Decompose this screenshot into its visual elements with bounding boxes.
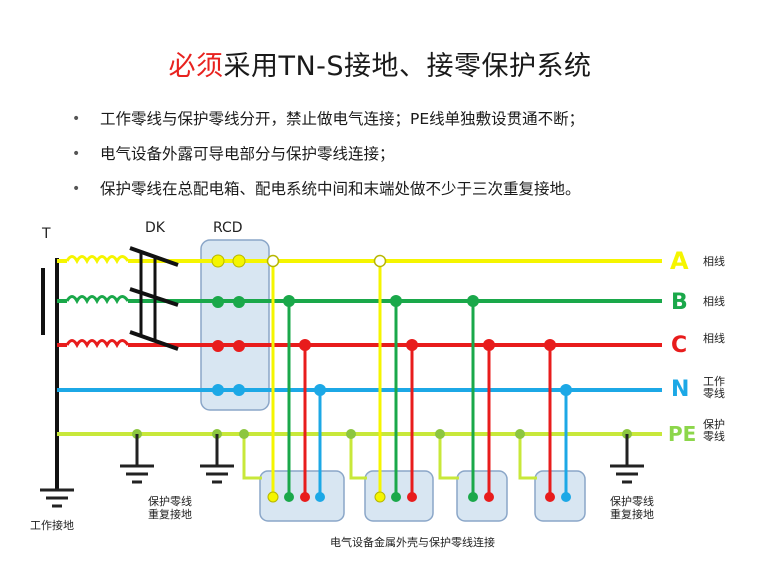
junction-a-1 [266, 254, 280, 268]
junction-n-4 [560, 384, 572, 396]
dk-blade-a [129, 246, 179, 267]
rcd-terminal-a1 [211, 254, 225, 268]
line-desc-n: 工作零线 [703, 375, 725, 400]
pe-link-4 [518, 434, 537, 480]
ground-icon [40, 488, 74, 508]
junction-c-1 [299, 339, 311, 351]
bullet-item: • 电气设备外露可导电部分与保护零线连接； [70, 143, 730, 178]
page-title: 必须采用TN-S接地、接零保护系统 [0, 44, 760, 83]
line-desc-b: 相线 [703, 294, 725, 308]
bullet-dot-icon: • [72, 181, 81, 197]
equip-terminal-2a [374, 491, 386, 503]
bullet-text: 工作零线与保护零线分开，禁止做电气连接；PE线单独敷设贯通不断； [100, 110, 585, 128]
equip-terminal-1b [284, 492, 294, 502]
title-highlight: 必须 [168, 51, 224, 82]
coil-a-icon [65, 255, 130, 265]
equip-terminal-3b [468, 492, 478, 502]
line-letter-pe: PE [668, 422, 696, 446]
equip-terminal-1a [267, 491, 279, 503]
equip-terminal-3c [484, 492, 494, 502]
equip-terminal-2c [407, 492, 417, 502]
line-desc-a: 相线 [703, 254, 725, 268]
dk-blade-c [129, 330, 179, 351]
equip-terminal-1n [315, 492, 325, 502]
line-letter-b: B [671, 290, 688, 315]
equipment-box-3 [456, 470, 508, 522]
pe-reground-label-2: 保护零线重复接地 [610, 494, 654, 521]
line-desc-c: 相线 [703, 331, 725, 345]
equip-terminal-4c [545, 492, 555, 502]
bullet-dot-icon: • [72, 146, 81, 162]
pe-reground-label-1: 保护零线重复接地 [148, 494, 192, 521]
pe-link-2 [349, 434, 367, 480]
line-letter-c: C [671, 333, 687, 358]
junction-pe-3 [239, 429, 249, 439]
bullet-text: 保护零线在总配电箱、配电系统中间和末端处做不少于三次重复接地。 [100, 180, 581, 198]
junction-pe-4 [346, 429, 356, 439]
rcd-terminal-n1 [212, 384, 224, 396]
bullet-item: • 工作零线与保护零线分开，禁止做电气连接；PE线单独敷设贯通不断； [70, 108, 730, 143]
junction-pe-6 [515, 429, 525, 439]
ground-icon [120, 434, 154, 484]
equip-terminal-2b [391, 492, 401, 502]
ground-icon [200, 434, 234, 484]
junction-c-2 [406, 339, 418, 351]
bullet-dot-icon: • [72, 111, 81, 127]
line-desc-pe: 保护零线 [703, 417, 725, 443]
equipment-label: 电气设备金属外壳与保护零线连接 [330, 535, 495, 549]
junction-pe-5 [435, 429, 445, 439]
junction-b-1 [283, 295, 295, 307]
pe-link-1 [242, 434, 262, 480]
rcd-terminal-c2 [233, 340, 245, 352]
bullet-item: • 保护零线在总配电箱、配电系统中间和末端处做不少于三次重复接地。 [70, 178, 730, 213]
rcd-terminal-b1 [212, 296, 224, 308]
bullet-text: 电气设备外露可导电部分与保护零线连接； [100, 145, 395, 163]
equipment-box-4 [534, 470, 586, 522]
coil-b-icon [65, 295, 130, 305]
rcd-terminal-c1 [212, 340, 224, 352]
line-letter-n: N [671, 377, 689, 402]
junction-c-4 [544, 339, 556, 351]
coil-c-icon [65, 339, 130, 349]
transformer-label: T [41, 226, 51, 242]
line-letter-a: A [670, 247, 689, 275]
title-rest: 采用TN-S接地、接零保护系统 [223, 51, 592, 82]
rcd-terminal-n2 [233, 384, 245, 396]
junction-c-3 [483, 339, 495, 351]
work-ground-label: 工作接地 [30, 519, 74, 532]
rcd-label: RCD [213, 220, 243, 236]
equip-terminal-4n [561, 492, 571, 502]
rcd-terminal-b2 [233, 296, 245, 308]
junction-b-2 [390, 295, 402, 307]
junction-n-1 [314, 384, 326, 396]
pe-link-3 [438, 434, 459, 480]
rcd-box [200, 239, 270, 411]
bullet-list: • 工作零线与保护零线分开，禁止做电气连接；PE线单独敷设贯通不断； • 电气设备外… [70, 108, 730, 213]
junction-a-2 [373, 254, 387, 268]
rcd-terminal-a2 [232, 254, 246, 268]
ground-icon [610, 434, 644, 484]
equip-terminal-1c [300, 492, 310, 502]
switch-label: DK [145, 220, 166, 236]
junction-b-3 [467, 295, 479, 307]
